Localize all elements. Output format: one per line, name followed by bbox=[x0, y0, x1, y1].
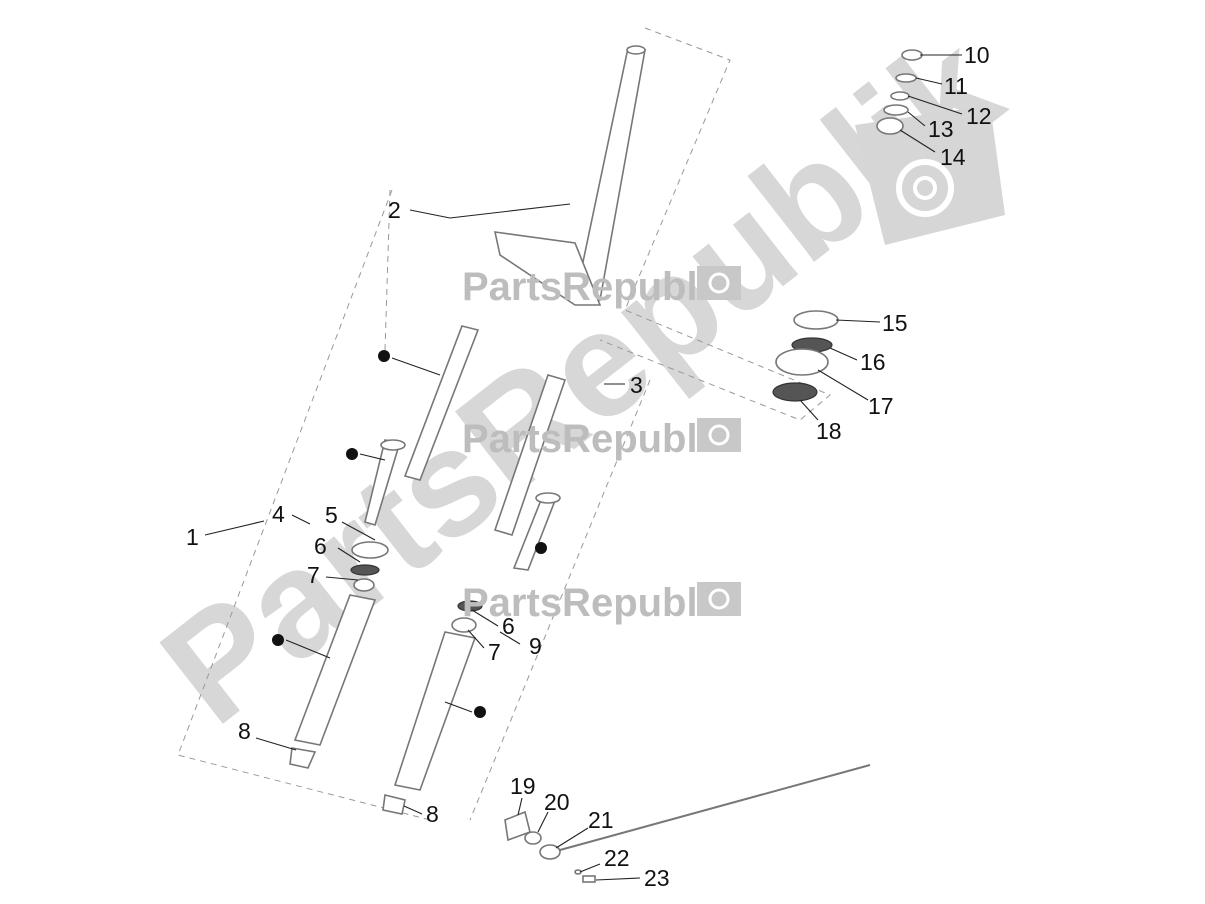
watermark-brand-text: PartsRepublik bbox=[462, 265, 732, 309]
marker-dots bbox=[272, 350, 547, 718]
callout-10: 10 bbox=[964, 42, 990, 68]
steering-tube bbox=[493, 45, 646, 306]
callout-13: 13 bbox=[928, 116, 954, 142]
callout-18: 18 bbox=[816, 418, 842, 444]
callout-8: 8 bbox=[426, 801, 439, 827]
callout-4: 4 bbox=[272, 501, 285, 527]
leader-lines bbox=[204, 54, 963, 881]
watermark-brand-middle: PartsRepublik bbox=[462, 417, 741, 461]
watermark-brand-text: PartsRepublik bbox=[462, 581, 732, 625]
callout-17: 17 bbox=[868, 393, 894, 419]
headset-parts bbox=[772, 49, 923, 402]
callout-1: 1 bbox=[186, 524, 199, 550]
callout-19: 19 bbox=[510, 773, 536, 799]
callout-labels: 1 2 3 4 5 6 6 7 7 8 8 9 10 11 12 13 14 1… bbox=[186, 42, 992, 891]
watermark-brand-bottom: PartsRepublik bbox=[462, 581, 741, 625]
callout-14: 14 bbox=[940, 144, 966, 170]
callout-21: 21 bbox=[588, 807, 614, 833]
callout-6: 6 bbox=[314, 533, 327, 559]
callout-15: 15 bbox=[882, 310, 908, 336]
dashed-assembly-outlines bbox=[177, 27, 831, 821]
watermark-logo-icon bbox=[855, 105, 1005, 245]
callout-2: 2 bbox=[388, 197, 401, 223]
callout-23: 23 bbox=[644, 865, 670, 891]
speedometer-parts bbox=[504, 764, 871, 883]
callout-7: 7 bbox=[488, 639, 501, 665]
callout-3: 3 bbox=[630, 372, 643, 398]
callout-8: 8 bbox=[238, 718, 251, 744]
watermark-brand-top: PartsRepublik bbox=[462, 265, 741, 309]
callout-12: 12 bbox=[966, 103, 992, 129]
right-fork-assembly bbox=[382, 374, 567, 815]
callout-7: 7 bbox=[307, 562, 320, 588]
callout-16: 16 bbox=[860, 349, 886, 375]
callout-9: 9 bbox=[529, 633, 542, 659]
callout-5: 5 bbox=[325, 502, 338, 528]
callout-11: 11 bbox=[944, 73, 968, 99]
callout-22: 22 bbox=[604, 845, 630, 871]
callout-6: 6 bbox=[502, 613, 515, 639]
callout-20: 20 bbox=[544, 789, 570, 815]
watermark-brand-text: PartsRepublik bbox=[462, 417, 732, 461]
left-fork-assembly bbox=[289, 325, 480, 769]
